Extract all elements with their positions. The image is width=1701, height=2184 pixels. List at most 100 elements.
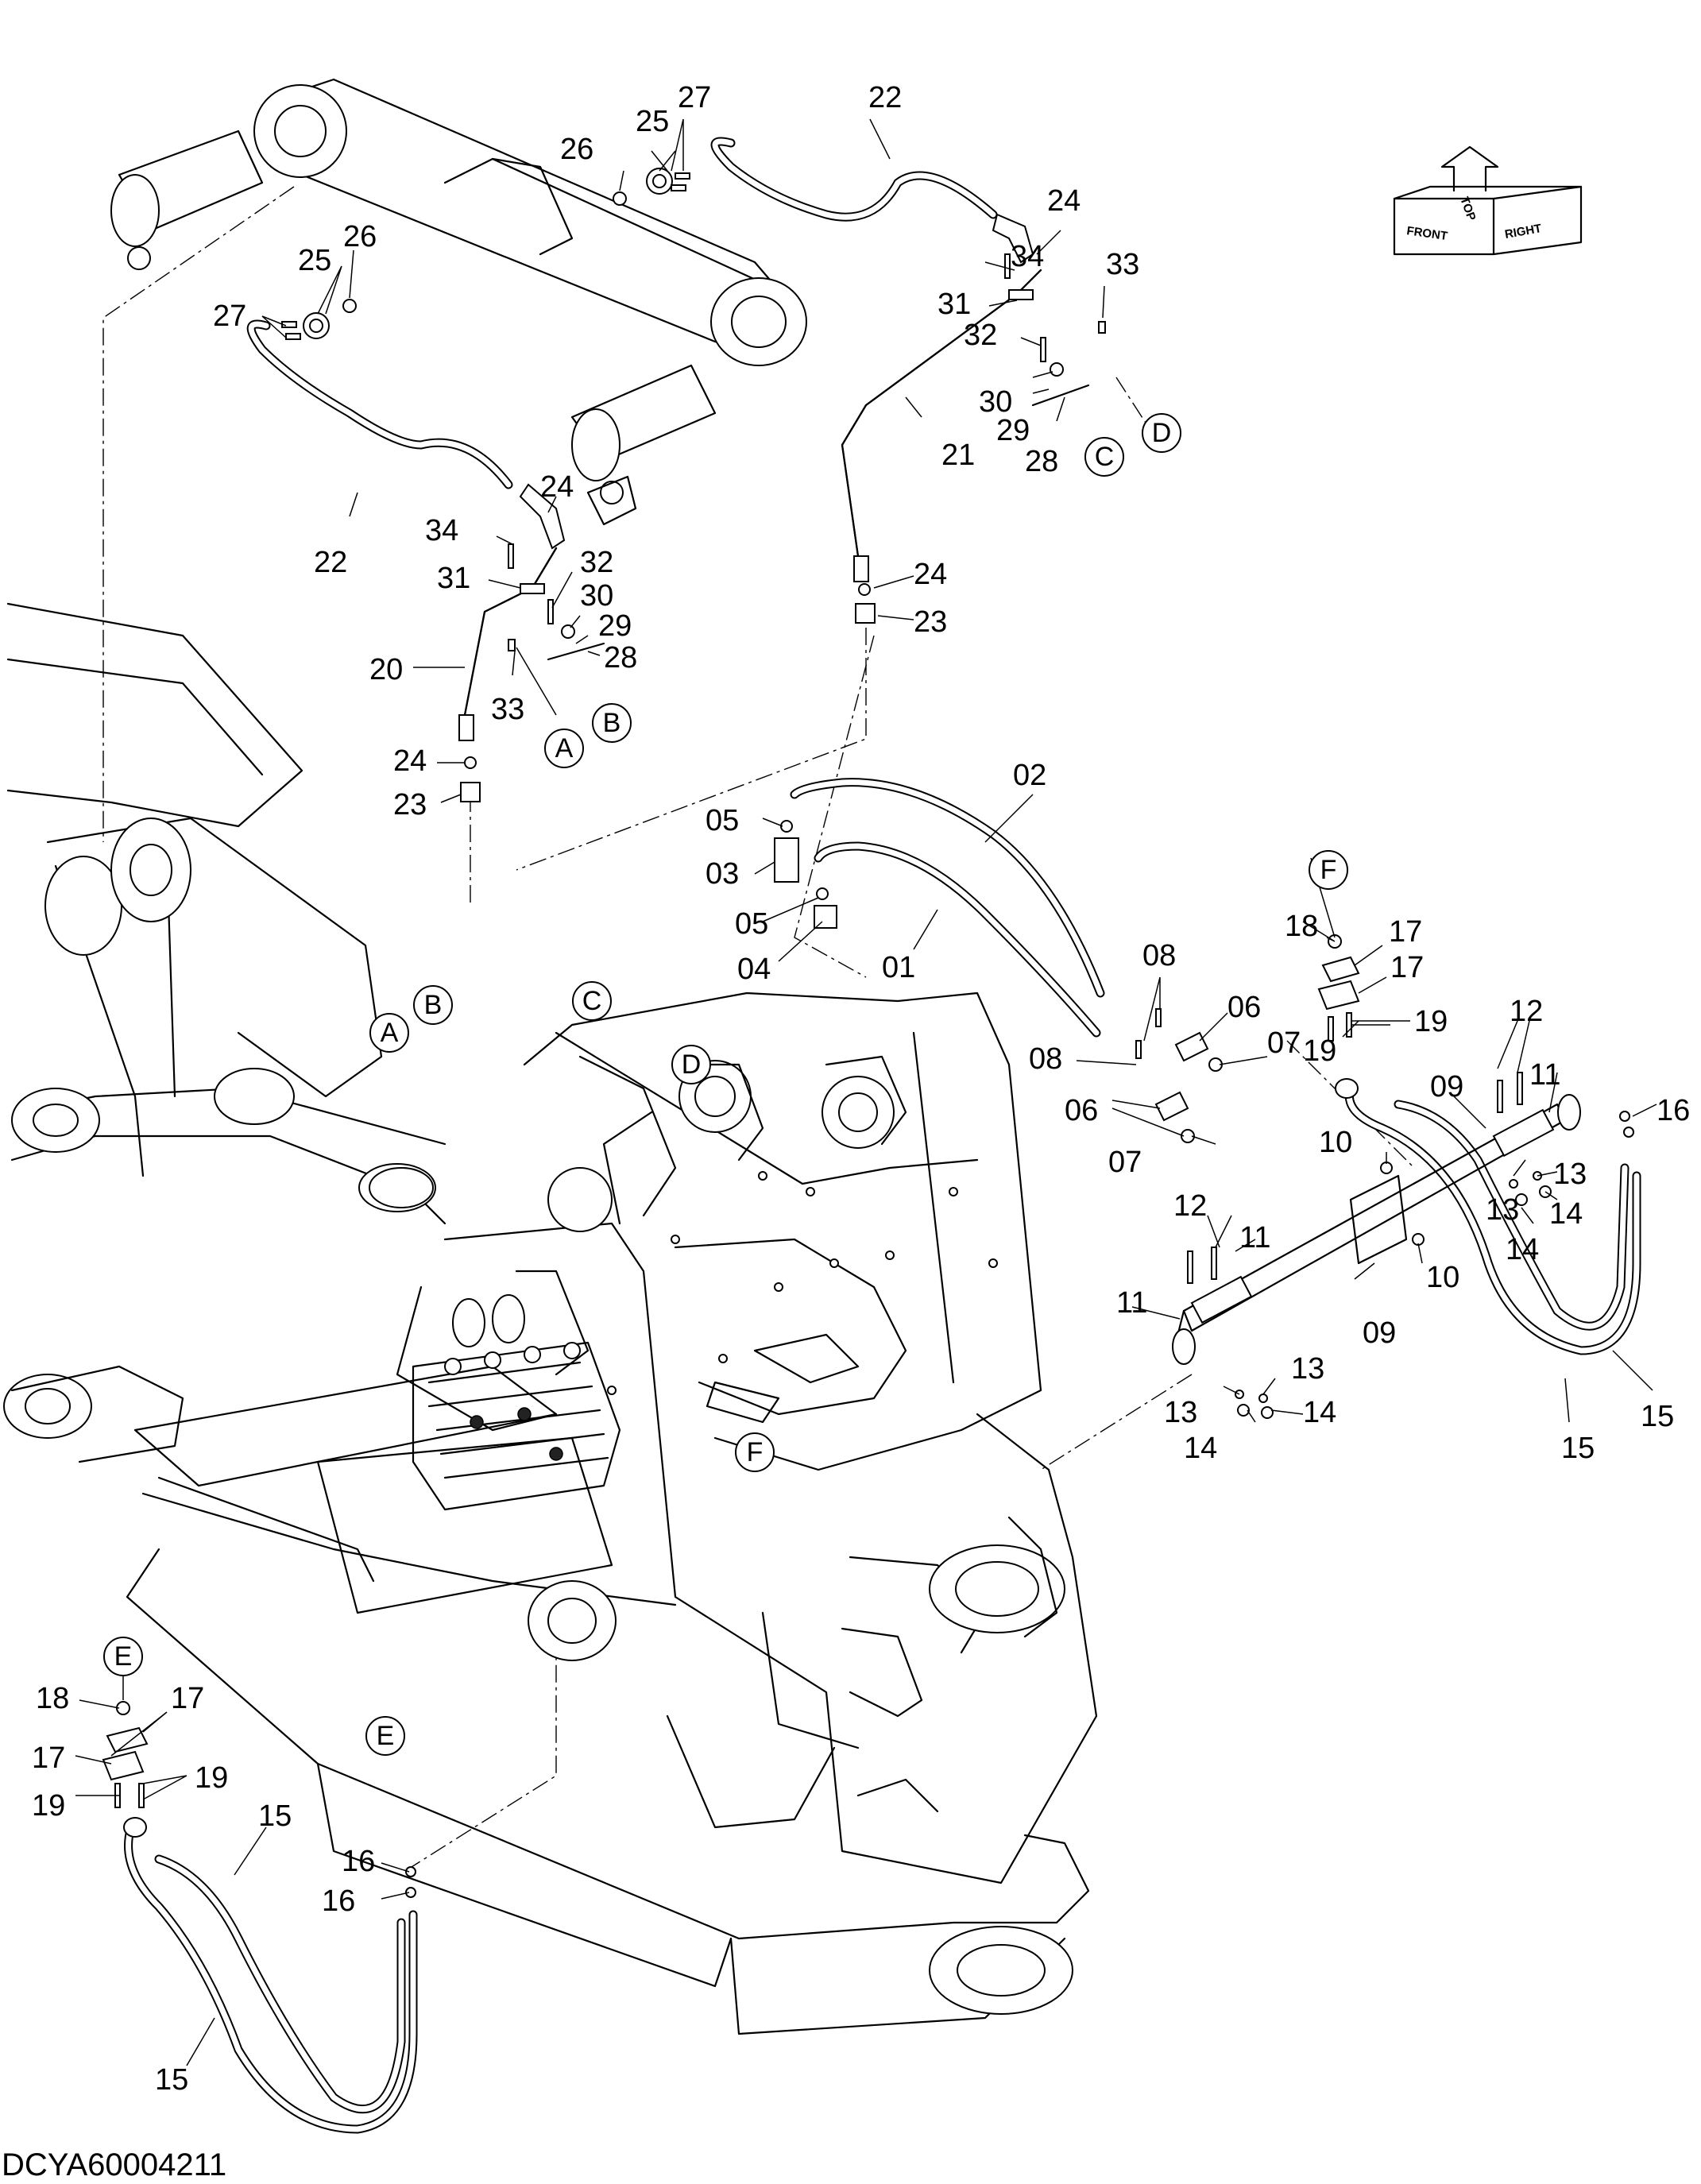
label-24d: 24 bbox=[393, 744, 427, 778]
ref-c-lower: C bbox=[572, 981, 612, 1021]
hoses bbox=[124, 137, 1641, 2134]
steering-cylinder bbox=[3, 1365, 617, 1661]
svg-text:E: E bbox=[114, 1641, 133, 1672]
label-03: 03 bbox=[706, 857, 739, 891]
label-19: 19 bbox=[1414, 1005, 1448, 1038]
label-25b: 25 bbox=[298, 244, 331, 277]
label-15: 15 bbox=[1641, 1400, 1674, 1433]
ref-c-upper: C bbox=[1084, 437, 1124, 477]
label-10: 10 bbox=[1319, 1126, 1352, 1159]
svg-text:D: D bbox=[1152, 418, 1172, 448]
main-frame bbox=[126, 991, 1098, 2035]
label-05: 05 bbox=[706, 804, 739, 837]
label-29b: 29 bbox=[598, 609, 632, 643]
label-17: 17 bbox=[1389, 915, 1422, 949]
label-11: 11 bbox=[1529, 1058, 1560, 1092]
ref-b-lower: B bbox=[413, 985, 453, 1025]
diagram-code: DCYA60004211 bbox=[2, 2147, 226, 2182]
label-16c: 16 bbox=[322, 1884, 355, 1918]
label-28: 28 bbox=[1025, 445, 1058, 478]
label-12b: 12 bbox=[1173, 1189, 1207, 1223]
label-07: 07 bbox=[1267, 1026, 1301, 1060]
ref-f-upper: F bbox=[1309, 850, 1348, 890]
leader-lines bbox=[75, 118, 1657, 2066]
label-01: 01 bbox=[882, 951, 915, 984]
label-19c: 19 bbox=[195, 1761, 228, 1795]
label-30b: 30 bbox=[580, 579, 613, 613]
svg-text:E: E bbox=[377, 1721, 395, 1751]
assembly-lines bbox=[102, 186, 1415, 1872]
label-31b: 31 bbox=[437, 562, 470, 595]
label-27: 27 bbox=[678, 81, 711, 114]
label-15d: 15 bbox=[155, 2063, 188, 2097]
svg-text:F: F bbox=[1320, 855, 1337, 885]
label-18b: 18 bbox=[36, 1682, 69, 1715]
label-14c: 14 bbox=[1303, 1396, 1336, 1429]
label-32: 32 bbox=[964, 319, 997, 352]
svg-text:B: B bbox=[424, 990, 443, 1020]
ref-f-lower: F bbox=[735, 1432, 775, 1472]
front-label: FRONT bbox=[1405, 224, 1448, 243]
label-22: 22 bbox=[868, 81, 902, 114]
label-26b: 26 bbox=[343, 220, 377, 253]
label-23: 23 bbox=[914, 605, 947, 639]
label-08b: 08 bbox=[1029, 1042, 1062, 1076]
label-16: 16 bbox=[1657, 1094, 1690, 1127]
label-13: 13 bbox=[1553, 1158, 1587, 1191]
part-labels: 22 24 34 33 31 32 30 29 28 21 24 23 25 2… bbox=[32, 81, 1690, 2097]
svg-text:A: A bbox=[555, 733, 574, 763]
label-27b: 27 bbox=[213, 300, 246, 333]
label-13c: 13 bbox=[1291, 1352, 1324, 1386]
label-09b: 09 bbox=[1363, 1316, 1396, 1350]
ref-d-lower: D bbox=[671, 1045, 711, 1084]
ref-d-upper: D bbox=[1142, 413, 1181, 453]
label-17b: 17 bbox=[1390, 951, 1424, 984]
label-15c: 15 bbox=[258, 1799, 292, 1833]
ref-a-lower: A bbox=[369, 1013, 409, 1053]
label-11c: 11 bbox=[1116, 1286, 1147, 1320]
upper-cylinder bbox=[110, 78, 807, 526]
label-17c: 17 bbox=[171, 1682, 204, 1715]
label-04: 04 bbox=[737, 953, 771, 986]
label-17d: 17 bbox=[32, 1741, 65, 1775]
svg-text:F: F bbox=[747, 1437, 764, 1467]
boom-structure bbox=[6, 602, 447, 1225]
ref-e-lower: E bbox=[365, 1716, 405, 1756]
svg-text:B: B bbox=[603, 708, 621, 738]
label-19b: 19 bbox=[1303, 1034, 1336, 1068]
label-08: 08 bbox=[1142, 939, 1176, 972]
label-28b: 28 bbox=[604, 641, 637, 675]
svg-text:C: C bbox=[582, 986, 602, 1016]
label-33b: 33 bbox=[491, 693, 524, 726]
label-18: 18 bbox=[1285, 910, 1318, 943]
label-05b: 05 bbox=[735, 907, 768, 941]
label-30: 30 bbox=[979, 385, 1012, 419]
label-24c: 24 bbox=[540, 470, 574, 504]
label-02: 02 bbox=[1013, 759, 1046, 792]
label-13d: 13 bbox=[1164, 1396, 1197, 1429]
label-14b: 14 bbox=[1506, 1233, 1539, 1266]
label-34: 34 bbox=[1011, 240, 1044, 273]
label-14d: 14 bbox=[1184, 1432, 1217, 1465]
label-11b: 11 bbox=[1239, 1221, 1270, 1254]
label-19d: 19 bbox=[32, 1789, 65, 1823]
right-label: RIGHT bbox=[1504, 222, 1543, 242]
label-33: 33 bbox=[1106, 248, 1139, 281]
ref-b-upper: B bbox=[592, 703, 632, 743]
label-12: 12 bbox=[1510, 995, 1543, 1028]
ref-e-upper: E bbox=[103, 1637, 143, 1676]
label-25: 25 bbox=[636, 105, 669, 138]
ref-a-upper: A bbox=[544, 729, 584, 768]
svg-text:C: C bbox=[1095, 442, 1115, 472]
direction-indicator: FRONT TOP RIGHT bbox=[1393, 145, 1583, 256]
label-29: 29 bbox=[996, 414, 1030, 447]
label-24b: 24 bbox=[914, 558, 947, 591]
svg-text:A: A bbox=[381, 1018, 399, 1048]
label-13b: 13 bbox=[1486, 1193, 1519, 1227]
reference-markers: C D A B A B C D F F E E bbox=[103, 413, 1348, 1756]
fittings bbox=[102, 168, 1634, 1898]
label-26: 26 bbox=[560, 133, 593, 166]
control-valve bbox=[412, 1294, 621, 1511]
label-31: 31 bbox=[937, 288, 971, 321]
label-23b: 23 bbox=[393, 788, 427, 821]
